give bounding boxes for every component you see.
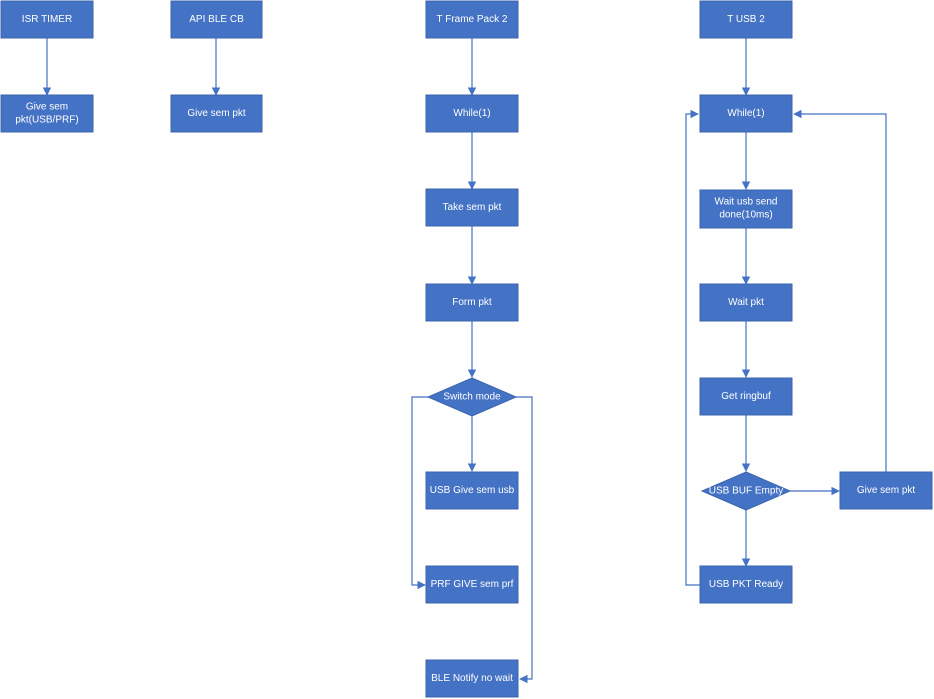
node-label: BLE Notify no wait (431, 673, 513, 684)
node-label: Wait pkt (728, 297, 764, 308)
node-label-line2: pkt(USB/PRF) (15, 115, 78, 126)
edge-switch-to-prfgive (411, 396, 428, 590)
node-switch-mode: Switch mode (426, 377, 518, 417)
node-label: PRF GIVE sem prf (431, 579, 514, 590)
edge-pktready-loop-to-while (685, 109, 700, 586)
node-while-a: While(1) (425, 94, 519, 133)
node-label: Switch mode (443, 392, 501, 403)
node-prf-give-sem-prf: PRF GIVE sem prf (425, 565, 519, 604)
node-api-ble-cb: API BLE CB (170, 0, 263, 39)
node-label: API BLE CB (189, 14, 244, 25)
node-usb-buf-empty: USB BUF Empty (700, 471, 792, 511)
node-wait-pkt: Wait pkt (699, 283, 793, 322)
node-wait-usb-send-done: Wait usb send done(10ms) (699, 189, 793, 229)
node-form-pkt: Form pkt (425, 283, 519, 322)
node-label: Give sem pkt (857, 485, 916, 496)
node-t-usb-2: T USB 2 (699, 0, 793, 39)
node-get-ringbuf: Get ringbuf (699, 377, 793, 416)
node-label: Take sem pkt (443, 202, 502, 213)
edges (42, 38, 887, 684)
node-usb-pkt-ready: USB PKT Ready (699, 565, 793, 604)
node-label: Give sem pkt (187, 108, 246, 119)
node-label: Get ringbuf (721, 391, 771, 402)
node-label: While(1) (453, 108, 490, 119)
node-label: While(1) (727, 108, 764, 119)
node-isr-timer: ISR TIMER (0, 0, 94, 39)
node-ble-notify-no-wait: BLE Notify no wait (425, 659, 519, 698)
edge-givesem-loop-to-while (793, 109, 887, 472)
node-label: ISR TIMER (22, 14, 72, 25)
node-label: USB PKT Ready (709, 579, 783, 590)
node-label-line1: Give sem (26, 102, 68, 113)
node-give-sem-pkt-usb-prf: Give sem pkt(USB/PRF) (0, 94, 94, 133)
node-label: USB BUF Empty (709, 486, 783, 497)
node-label: USB Give sem usb (430, 485, 515, 496)
edge-switch-to-blenotify (516, 396, 533, 684)
node-usb-give-sem-usb: USB Give sem usb (425, 471, 519, 510)
node-give-sem-pkt-b: Give sem pkt (839, 471, 933, 510)
node-label-line2: done(10ms) (719, 210, 772, 221)
node-label: T Frame Pack 2 (437, 14, 508, 25)
node-label: T USB 2 (727, 14, 765, 25)
node-take-sem-pkt: Take sem pkt (425, 188, 519, 227)
node-label-line1: Wait usb send (715, 197, 778, 208)
node-give-sem-pkt-a: Give sem pkt (170, 94, 263, 133)
node-label: Form pkt (452, 297, 492, 308)
node-while-b: While(1) (699, 94, 793, 133)
node-t-frame-pack-2: T Frame Pack 2 (425, 0, 519, 39)
